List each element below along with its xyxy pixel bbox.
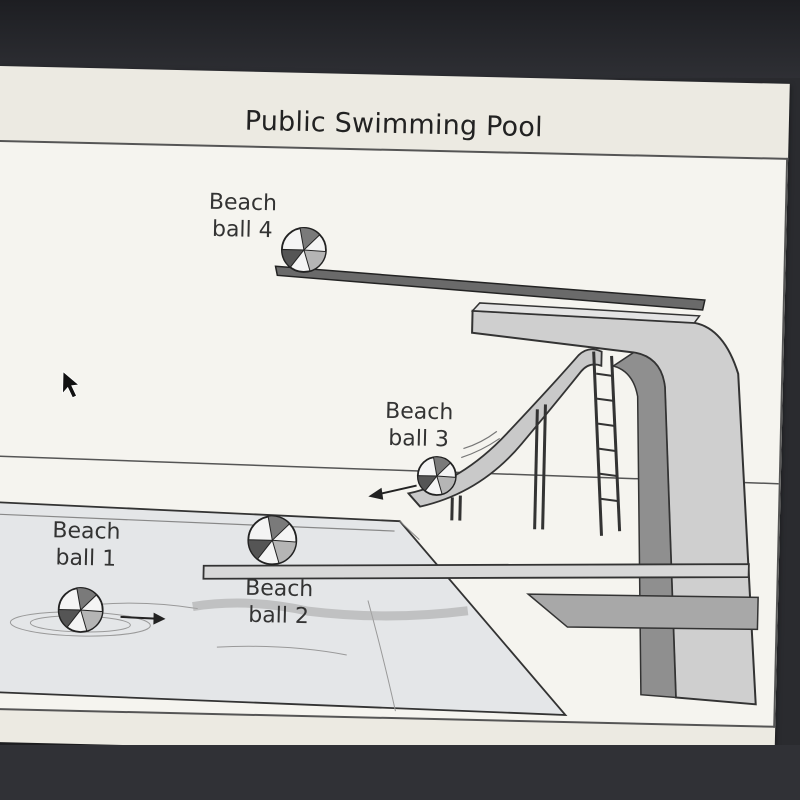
beach-ball-4-icon xyxy=(281,227,327,273)
label-ball-4-line-2: ball 4 xyxy=(211,216,273,244)
label-ball-2-line-1: Beach xyxy=(244,575,314,603)
water-slide xyxy=(406,348,622,536)
label-ball-1-line-1: Beach xyxy=(52,518,121,545)
pool-illustration xyxy=(0,227,781,716)
swimming-pool xyxy=(0,500,568,716)
low-diving-board xyxy=(202,563,759,631)
figure-title: Public Swimming Pool xyxy=(244,105,544,144)
diving-tower xyxy=(470,302,757,706)
label-ball-3-line-1: Beach xyxy=(384,398,454,426)
beach-ball-1-icon xyxy=(57,587,104,633)
arrow-ball-1 xyxy=(120,612,166,625)
monitor-bezel-bottom xyxy=(0,745,800,800)
monitor-bezel-top xyxy=(0,0,800,78)
worksheet-figure: Public Swimming Pool xyxy=(0,66,790,760)
label-ball-4: Beach ball 4 xyxy=(202,189,283,245)
label-ball-2-line-2: ball 2 xyxy=(247,602,310,630)
label-ball-4-line-1: Beach xyxy=(208,189,278,217)
label-ball-3: Beach ball 3 xyxy=(373,398,464,454)
arrow-ball-3 xyxy=(368,484,417,500)
beach-ball-2-icon xyxy=(247,515,298,566)
label-ball-2: Beach ball 2 xyxy=(233,574,324,630)
high-diving-board xyxy=(274,265,706,311)
pool-scene: Beach ball 4 Beach ball 3 Beach ball 1 B… xyxy=(0,139,789,728)
label-ball-1-line-2: ball 1 xyxy=(55,545,117,572)
beach-ball-3-icon xyxy=(416,456,457,496)
label-ball-1: Beach ball 1 xyxy=(41,517,132,573)
label-ball-3-line-2: ball 3 xyxy=(388,425,450,453)
mouse-pointer-arrow-icon xyxy=(62,370,80,399)
